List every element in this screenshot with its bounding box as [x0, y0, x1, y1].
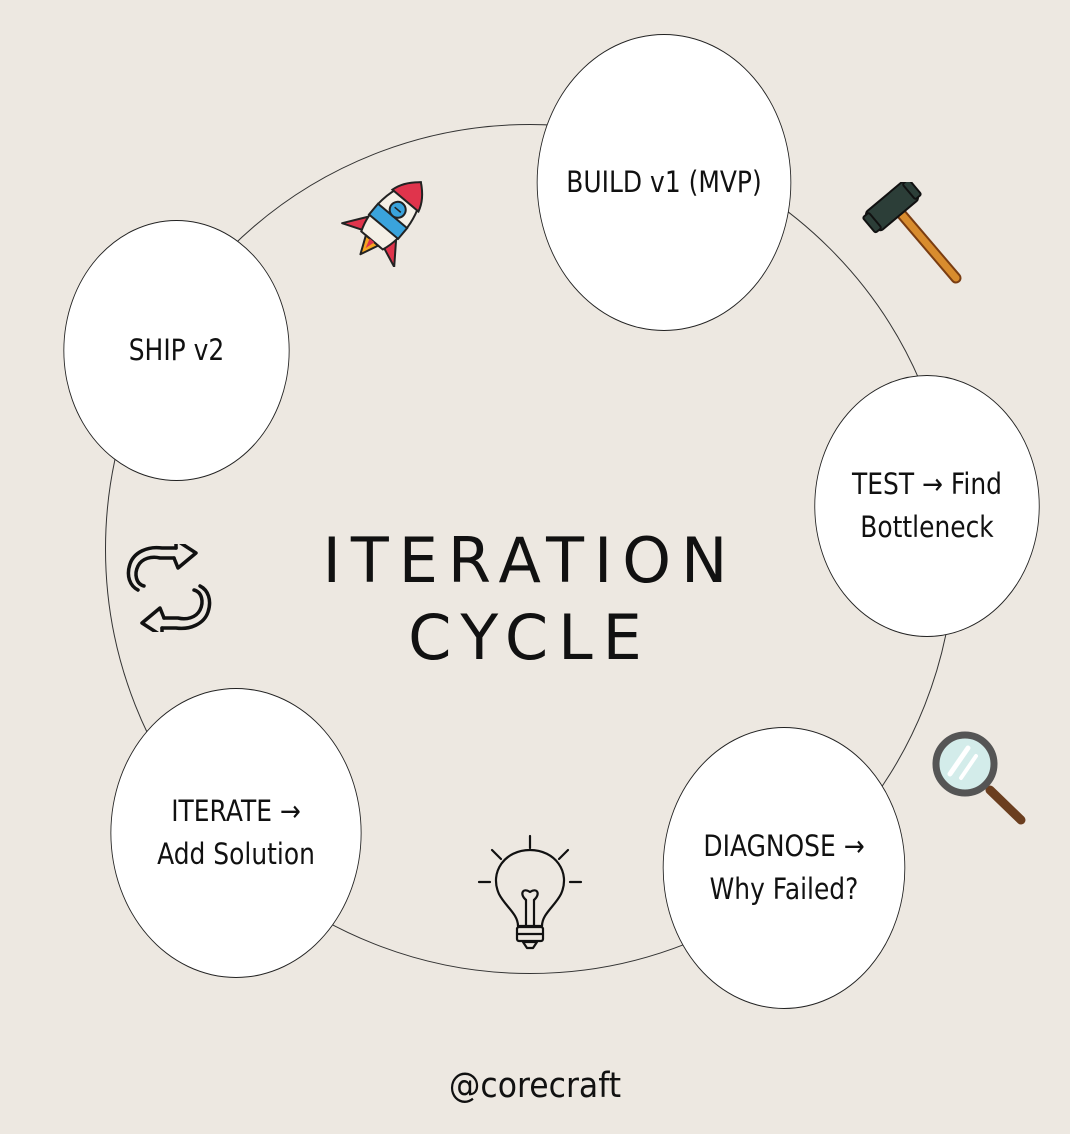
- diagram-title: ITERATION CYCLE: [230, 522, 830, 676]
- node-test-label-2: Bottleneck: [860, 510, 994, 544]
- node-iterate-label-1: ITERATE →: [171, 794, 301, 828]
- node-test-label-1: TEST → Find: [852, 467, 1002, 501]
- rocket-icon: [341, 181, 424, 267]
- node-ship: SHIP v2: [63, 220, 290, 481]
- node-diagnose-label-2: Why Failed?: [709, 872, 859, 906]
- node-diagnose-label-1: DIAGNOSE →: [703, 829, 865, 863]
- node-ship-label: SHIP v2: [128, 333, 225, 367]
- node-build: BUILD v1 (MVP): [536, 34, 792, 331]
- lightbulb-icon: [477, 834, 583, 950]
- author-handle: @corecraft: [448, 1066, 622, 1106]
- magnifier-icon: [932, 731, 1026, 825]
- refresh-icon: [126, 544, 212, 632]
- node-iterate-label-2: Add Solution: [157, 837, 315, 871]
- node-build-label: BUILD v1 (MVP): [566, 165, 762, 199]
- node-iterate: ITERATE → Add Solution: [110, 688, 362, 978]
- title-line-2: CYCLE: [408, 601, 652, 674]
- hammer-icon: [862, 182, 962, 284]
- node-test: TEST → Find Bottleneck: [814, 375, 1040, 637]
- node-diagnose: DIAGNOSE → Why Failed?: [662, 727, 906, 1009]
- title-line-1: ITERATION: [322, 524, 738, 597]
